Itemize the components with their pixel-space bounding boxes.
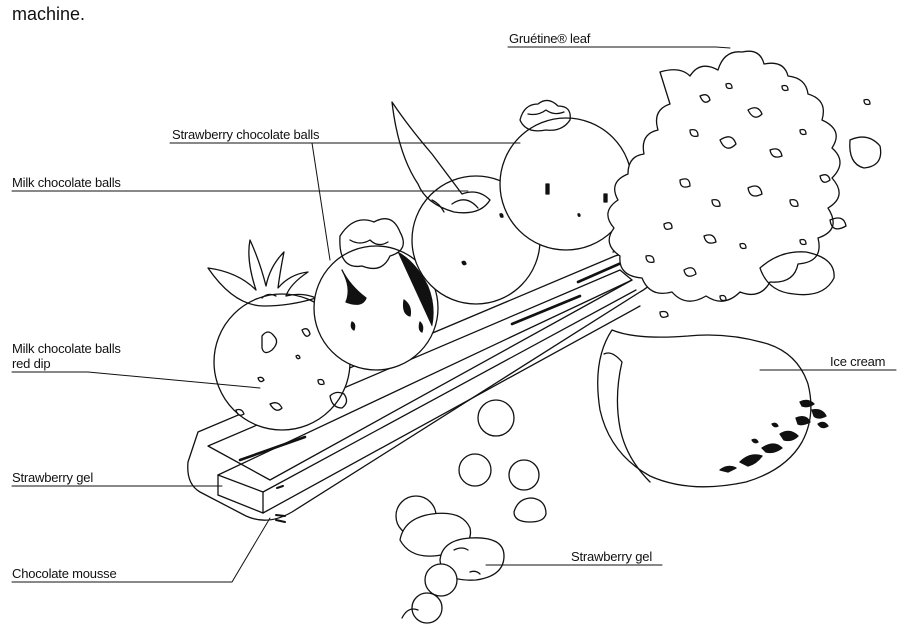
ice-cream-quenelle bbox=[598, 330, 828, 487]
strawberry-gel-drops bbox=[396, 400, 546, 623]
label-strawberry-gel-right: Strawberry gel bbox=[571, 549, 652, 564]
milk-chocolate-ball-top bbox=[500, 100, 632, 250]
gruetine-leaf bbox=[608, 51, 881, 317]
label-strawberry-gel-left: Strawberry gel bbox=[12, 470, 93, 485]
label-strawberry-chocolate-balls: Strawberry chocolate balls bbox=[172, 127, 319, 142]
label-milk-chocolate-balls-red-dip-line2: red dip bbox=[12, 356, 50, 371]
label-ice-cream: Ice cream bbox=[830, 354, 885, 369]
label-chocolate-mousse: Chocolate mousse bbox=[12, 566, 116, 581]
label-milk-chocolate-balls: Milk chocolate balls bbox=[12, 175, 121, 190]
label-milk-chocolate-balls-red-dip-line1: Milk chocolate balls bbox=[12, 341, 121, 356]
label-gruetine-leaf: Gruétine® leaf bbox=[509, 31, 590, 46]
